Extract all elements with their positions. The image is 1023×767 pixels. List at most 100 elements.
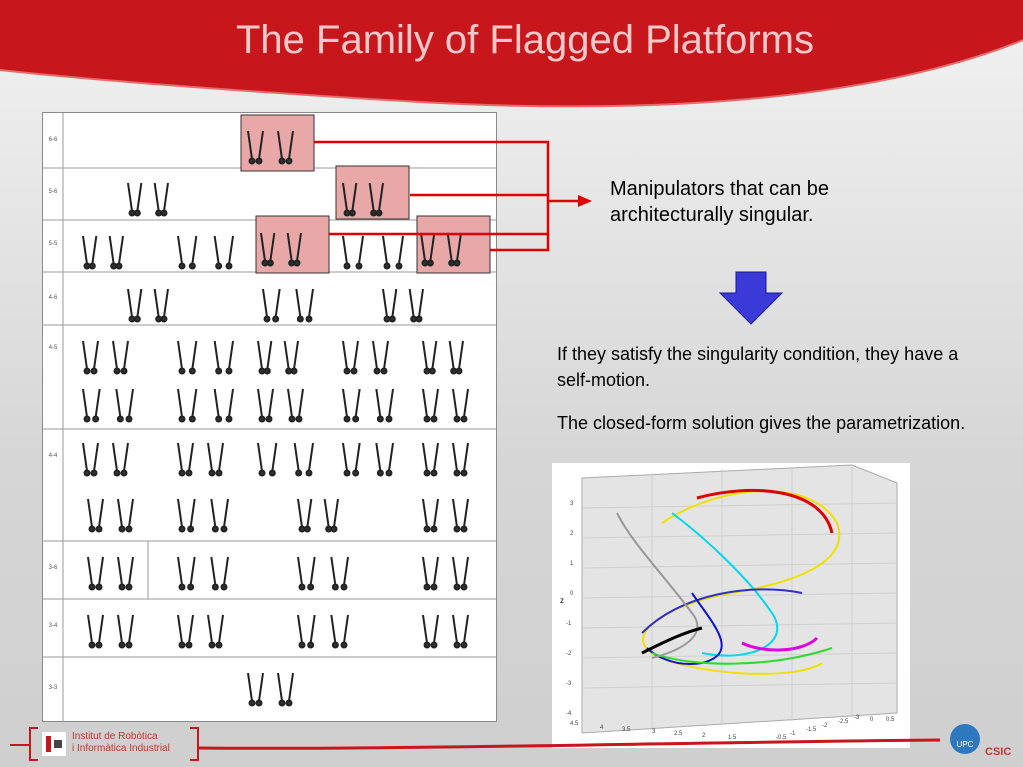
leg-line — [177, 556, 183, 586]
leg-line — [298, 388, 304, 418]
leg-line — [258, 672, 264, 702]
joint-dot — [178, 415, 186, 423]
institute-line-1: Institut de Robòtica — [72, 731, 158, 742]
joint-dot — [265, 415, 273, 423]
leg-line — [388, 442, 394, 472]
row-label: 5-5 — [48, 241, 58, 247]
leg-line — [218, 614, 224, 644]
joint-dot — [225, 415, 233, 423]
footer-bar — [10, 727, 941, 761]
joint-dot — [115, 262, 123, 270]
leg-line — [115, 388, 122, 418]
joint-dot — [380, 367, 388, 375]
leg-line — [177, 442, 183, 472]
leg-line — [342, 388, 348, 418]
z-tick: -2 — [566, 651, 572, 657]
joint-dot — [88, 262, 96, 270]
leg-line — [207, 442, 213, 472]
joint-dot — [248, 699, 256, 707]
joint-dot — [303, 525, 311, 533]
leg-line — [91, 235, 98, 265]
joint-dot — [95, 525, 103, 533]
leg-line — [191, 388, 198, 418]
joint-dot — [188, 415, 196, 423]
joint-dot — [95, 583, 103, 591]
joint-dot — [116, 415, 124, 423]
self-motion-text: If they satisfy the singularity conditio… — [557, 344, 959, 390]
upc-logo-icon: UPC — [950, 724, 980, 754]
x-tick: 1.5 — [728, 735, 737, 741]
leg-line — [342, 235, 348, 265]
z-tick: 0 — [570, 591, 574, 597]
z-tick: -3 — [566, 681, 572, 687]
row-label: 6-6 — [48, 137, 58, 143]
joint-dot — [125, 641, 133, 649]
joint-dot — [453, 469, 461, 477]
joint-dot — [426, 259, 434, 267]
joint-dot — [423, 583, 431, 591]
joint-dot — [348, 209, 356, 217]
joint-dot — [120, 469, 128, 477]
leg-line — [422, 340, 428, 370]
leg-line — [330, 556, 337, 586]
leg-line — [463, 388, 469, 418]
leg-line — [452, 388, 458, 418]
joint-dot — [178, 469, 186, 477]
joint-dot — [285, 699, 293, 707]
joint-dot — [453, 583, 461, 591]
leg-line — [87, 498, 93, 528]
joint-dot — [460, 641, 468, 649]
leg-line — [128, 556, 134, 586]
y-tick: 0 — [870, 717, 874, 723]
row-label: 3-6 — [48, 565, 58, 571]
leg-line — [422, 614, 428, 644]
leg-line — [418, 288, 424, 318]
joint-dot — [430, 583, 438, 591]
leg-line — [93, 442, 99, 472]
row-label: 4-5 — [48, 345, 58, 351]
joint-dot — [355, 262, 363, 270]
leg-line — [136, 288, 143, 318]
joint-dot — [88, 525, 96, 533]
leg-line — [189, 556, 196, 586]
row-label: 3-3 — [48, 685, 58, 691]
platform-family-table: 6-6 5-6 5-5 4-6 4-5 4-4 3-6 3-4 3-3 — [42, 112, 497, 722]
y-tick: 0.5 — [886, 717, 895, 723]
joint-dot — [331, 583, 339, 591]
leg-line — [257, 442, 263, 472]
leg-line — [296, 232, 302, 262]
leg-line — [295, 288, 302, 318]
joint-dot — [453, 259, 461, 267]
joint-dot — [188, 367, 196, 375]
joint-dot — [395, 262, 403, 270]
leg-line — [191, 340, 198, 370]
joint-dot — [430, 469, 438, 477]
joint-dot — [460, 583, 468, 591]
joint-dot — [208, 641, 216, 649]
leg-line — [127, 182, 133, 212]
joint-dot — [125, 583, 133, 591]
leg-line — [82, 442, 88, 472]
joint-dot — [215, 469, 223, 477]
joint-dot — [343, 262, 351, 270]
y-tick: -0.5 — [776, 735, 787, 741]
joint-dot — [285, 157, 293, 165]
row-label: 5-6 — [48, 189, 58, 195]
x-tick: 3 — [652, 729, 656, 735]
leg-line — [189, 498, 196, 528]
arrow-right-icon — [578, 195, 592, 207]
joint-dot — [373, 367, 381, 375]
joint-dot — [430, 641, 438, 649]
leg-line — [128, 614, 134, 644]
leg-line — [117, 498, 123, 528]
leg-line — [260, 232, 266, 262]
leg-line — [93, 340, 99, 370]
leg-line — [408, 288, 415, 318]
leg-line — [422, 498, 428, 528]
joint-dot — [453, 525, 461, 533]
joint-dot — [331, 641, 339, 649]
joint-dot — [88, 583, 96, 591]
leg-line — [287, 388, 293, 418]
joint-dot — [290, 367, 298, 375]
joint-dot — [307, 583, 315, 591]
